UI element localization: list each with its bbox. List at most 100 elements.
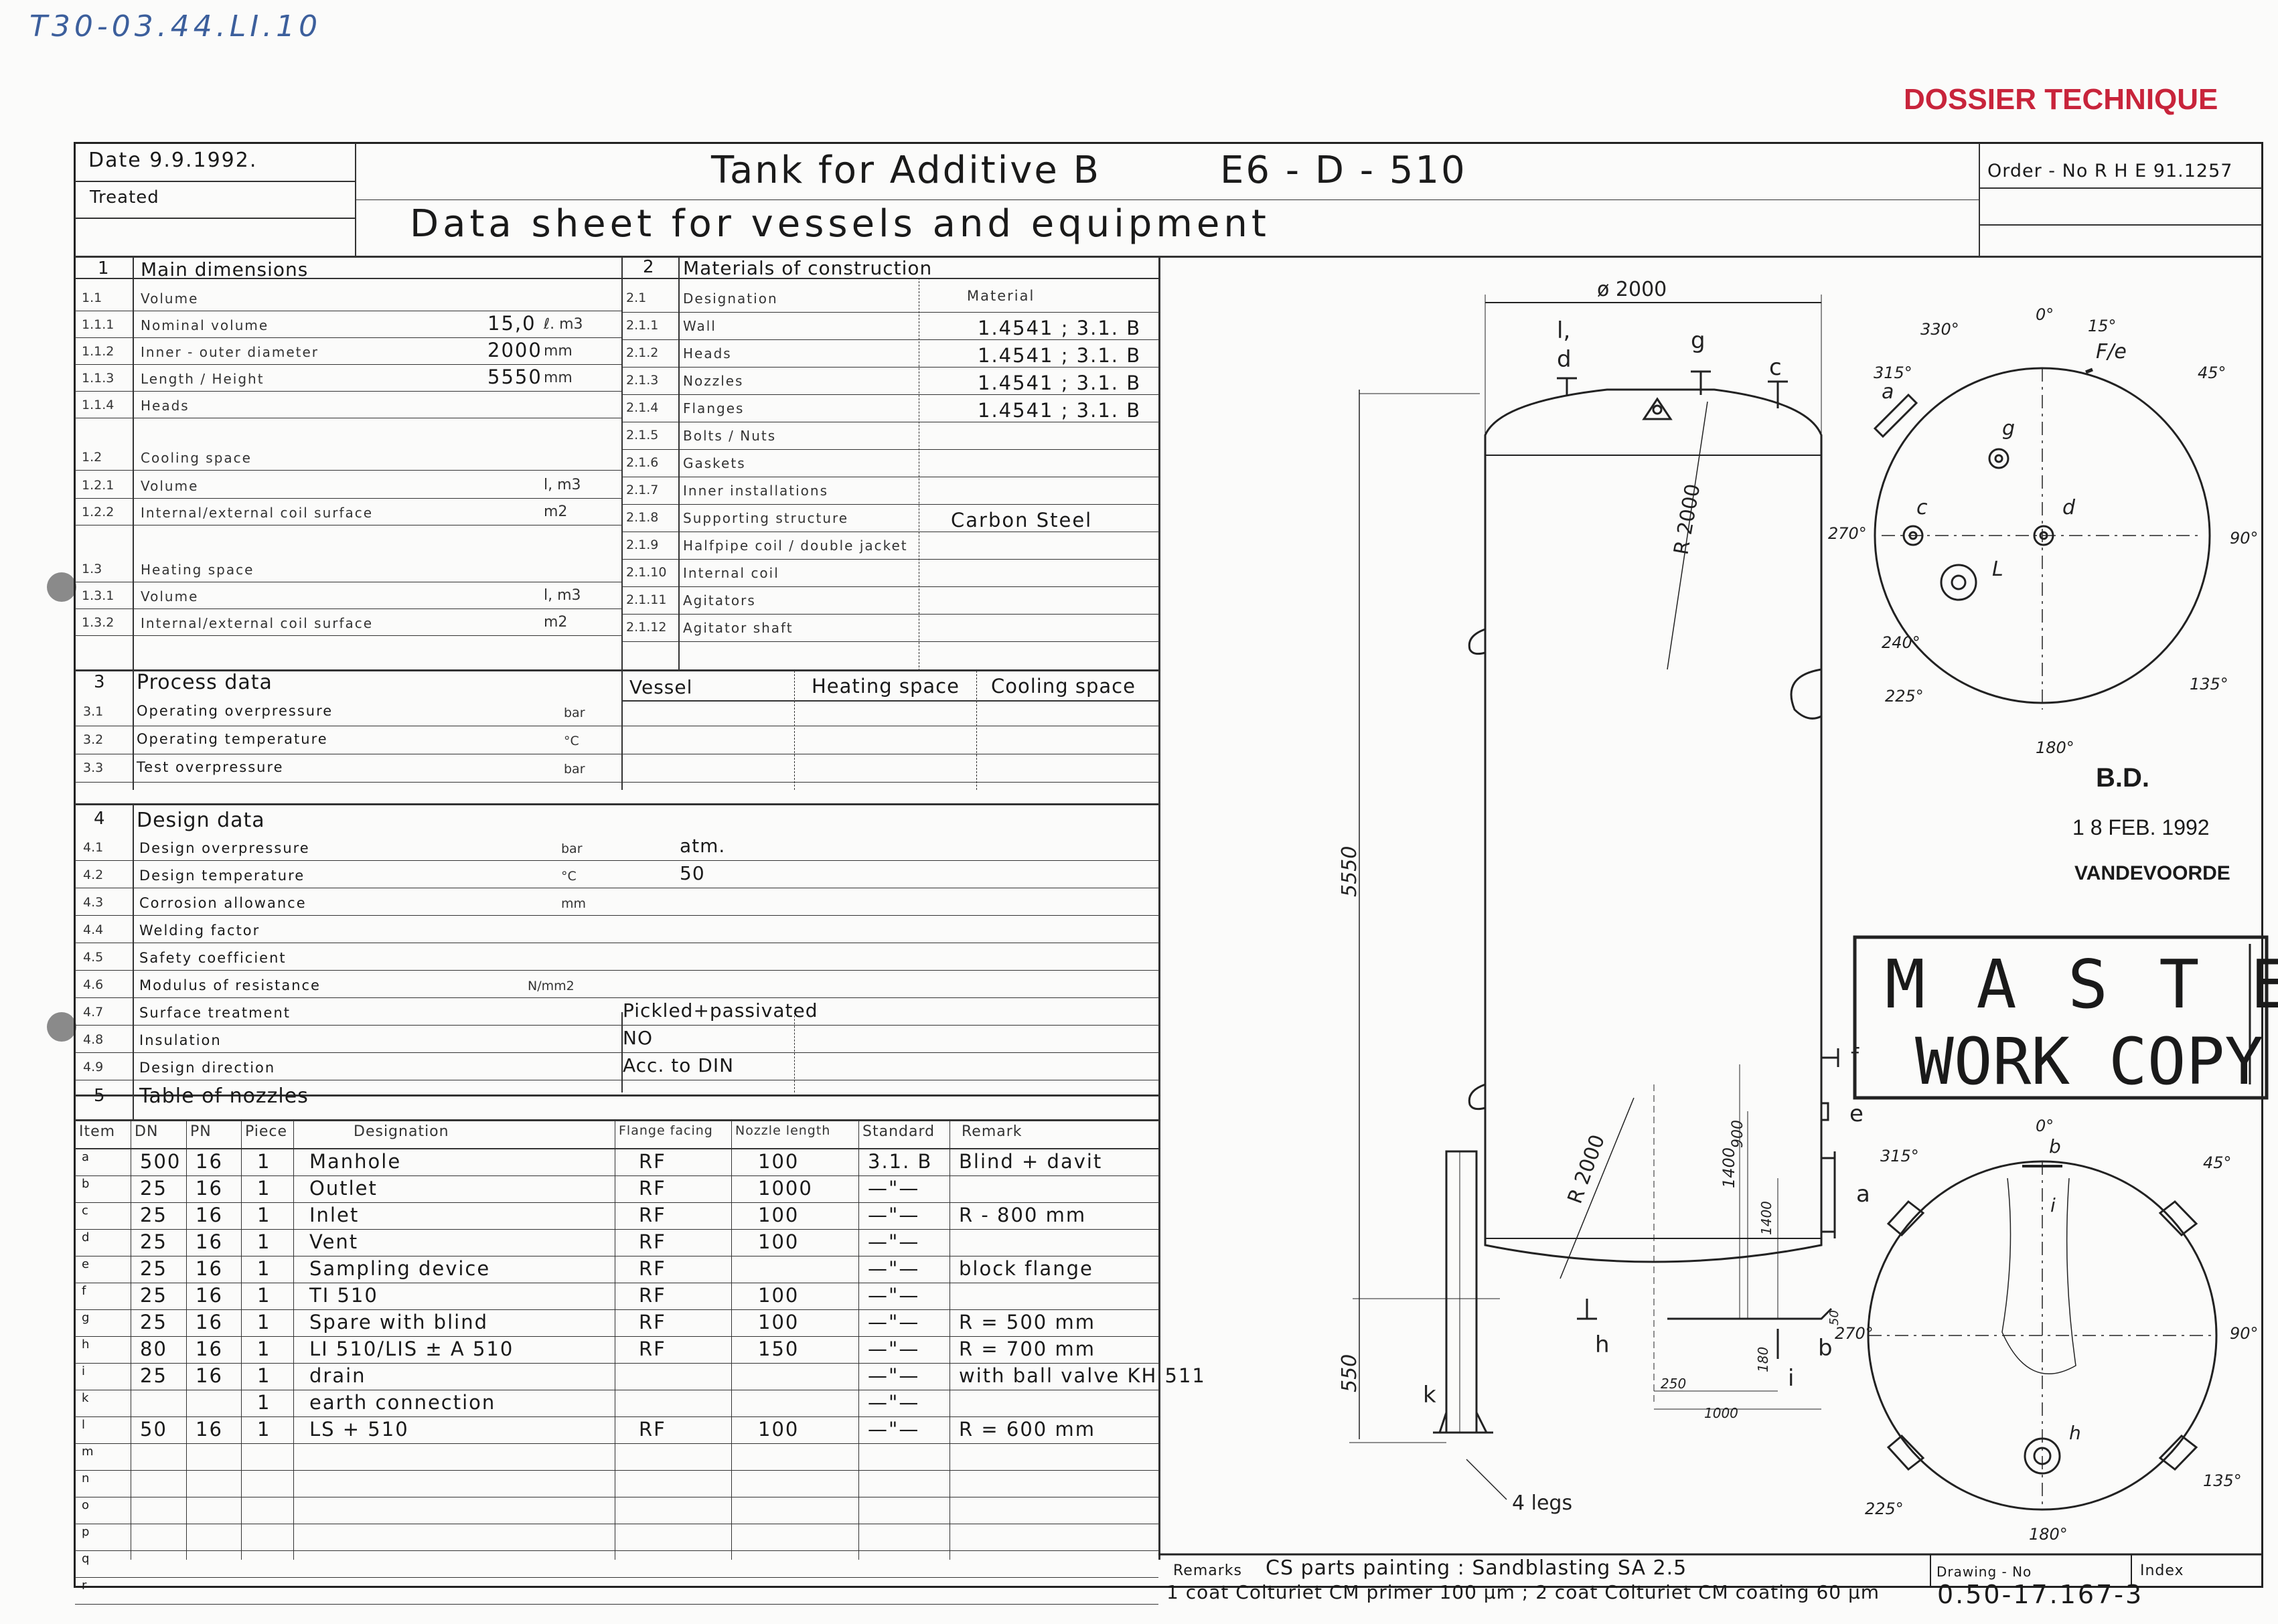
angle-label: 135° bbox=[2203, 1471, 2242, 1490]
nozzle-cell-pn: 16 bbox=[196, 1230, 223, 1253]
nozzle-col-header: Nozzle length bbox=[735, 1123, 831, 1138]
row-number: 1.1.3 bbox=[82, 371, 115, 386]
nozzle-cell-standard: —"— bbox=[868, 1337, 920, 1360]
row-label: Nozzles bbox=[683, 373, 744, 389]
row-label: Bolts / Nuts bbox=[683, 428, 777, 444]
nozzle-cell-standard: —"— bbox=[868, 1391, 920, 1414]
nozzle-cell-remark: Blind + davit bbox=[959, 1150, 1103, 1173]
row-label: Test overpressure bbox=[137, 759, 284, 775]
nozzle-label: a bbox=[1856, 1181, 1870, 1208]
section-4-title: Design data bbox=[137, 809, 265, 832]
row-value: 1.4541 ; 3.1. B bbox=[978, 399, 1142, 422]
angle-label: 45° bbox=[2203, 1153, 2232, 1172]
row-number: 1.3 bbox=[82, 562, 102, 576]
nozzle-cell-dn: 80 bbox=[140, 1337, 167, 1360]
angle-label: 270° bbox=[1835, 1324, 1874, 1343]
nozzle-cell-item: b bbox=[82, 1177, 91, 1191]
row-value: atm. bbox=[680, 835, 726, 857]
top-view-label: L bbox=[1992, 558, 2003, 581]
row-number: 1.1 bbox=[82, 291, 102, 305]
nozzle-cell-flange: RF bbox=[639, 1177, 666, 1200]
bottom-view-label: b bbox=[2049, 1135, 2061, 1157]
row-unit: ℓ. m3 bbox=[544, 316, 583, 333]
nozzle-cell-standard: —"— bbox=[868, 1284, 920, 1307]
nozzle-cell-item: c bbox=[82, 1204, 90, 1218]
nozzle-cell-remark: R = 600 mm bbox=[959, 1418, 1095, 1441]
dim-50: 50 bbox=[1827, 1310, 1841, 1325]
nozzle-cell-pn: 16 bbox=[196, 1177, 223, 1200]
row-value: 1.4541 ; 3.1. B bbox=[978, 372, 1142, 394]
nozzle-label: g bbox=[1691, 327, 1705, 354]
row-value: Acc. to DIN bbox=[623, 1054, 735, 1076]
nozzle-cell-piece: 1 bbox=[257, 1284, 271, 1307]
nozzle-cell-item: e bbox=[82, 1257, 91, 1271]
nozzle-cell-designation: Vent bbox=[309, 1230, 359, 1253]
nozzle-cell-standard: —"— bbox=[868, 1418, 920, 1441]
row-unit: mm bbox=[561, 896, 587, 911]
angle-label: 225° bbox=[1865, 1499, 1904, 1518]
order-number: Order - No R H E 91.1257 bbox=[1987, 161, 2233, 181]
row-label: Insulation bbox=[139, 1032, 222, 1048]
nozzle-col-header: Item bbox=[79, 1123, 116, 1140]
row-label: Volume bbox=[141, 291, 199, 307]
nozzle-cell-item: o bbox=[82, 1498, 91, 1512]
row-label: Operating temperature bbox=[137, 731, 328, 747]
nozzle-cell-remark: block flange bbox=[959, 1257, 1093, 1280]
col-vessel: Vessel bbox=[629, 676, 693, 698]
nozzle-cell-length: 100 bbox=[758, 1204, 800, 1226]
row-number: 2.1.2 bbox=[626, 345, 659, 360]
dim-diameter: ø 2000 bbox=[1597, 278, 1667, 301]
row-unit: bar bbox=[561, 841, 583, 856]
row-number: 1.2 bbox=[82, 450, 102, 465]
row-number: 2.1.3 bbox=[626, 373, 659, 388]
angle-label: 315° bbox=[1880, 1147, 1919, 1165]
row-label: Internal/external coil surface bbox=[141, 615, 374, 631]
remarks-line2: 1 coat Colturiet CM primer 100 μm ; 2 co… bbox=[1166, 1581, 1880, 1603]
nozzle-cell-flange: RF bbox=[639, 1284, 666, 1307]
row-unit: bar bbox=[564, 706, 585, 720]
row-label: Volume bbox=[141, 588, 199, 604]
nozzle-cell-item: i bbox=[82, 1364, 87, 1378]
row-unit: m2 bbox=[544, 503, 568, 520]
row-number: 1.1.2 bbox=[82, 344, 115, 359]
nozzle-cell-standard: 3.1. B bbox=[868, 1150, 933, 1173]
nozzle-cell-item: r bbox=[82, 1578, 88, 1593]
row-label: Internal coil bbox=[683, 565, 779, 581]
row-number: 1.1.4 bbox=[82, 398, 115, 412]
section-2-title: Materials of construction bbox=[683, 257, 933, 279]
row-label: Design overpressure bbox=[139, 840, 310, 856]
nozzle-cell-item: q bbox=[82, 1552, 91, 1566]
row-value: 1.4541 ; 3.1. B bbox=[978, 317, 1142, 339]
row-number: 4.9 bbox=[83, 1060, 104, 1074]
section-3-title: Process data bbox=[137, 671, 273, 694]
row-label: Inner installations bbox=[683, 483, 828, 499]
nozzle-cell-item: a bbox=[82, 1150, 91, 1164]
nozzle-cell-piece: 1 bbox=[257, 1204, 271, 1226]
nozzle-cell-designation: TI 510 bbox=[309, 1284, 378, 1307]
row-unit: l, m3 bbox=[544, 477, 581, 493]
nozzle-cell-dn: 50 bbox=[140, 1418, 167, 1441]
nozzle-cell-flange: RF bbox=[639, 1337, 666, 1360]
nozzle-label: c bbox=[1769, 354, 1782, 381]
dim-1400b: 1400 bbox=[1758, 1201, 1774, 1235]
remarks-line1: CS parts painting : Sandblasting SA 2.5 bbox=[1266, 1556, 1687, 1580]
col-cooling-space: Cooling space bbox=[991, 675, 1136, 698]
row-number: 1.3.1 bbox=[82, 588, 115, 603]
nozzle-cell-flange: RF bbox=[639, 1150, 666, 1173]
nozzle-cell-dn: 25 bbox=[140, 1364, 167, 1387]
nozzle-cell-pn: 16 bbox=[196, 1418, 223, 1441]
section-1-title: Main dimensions bbox=[141, 258, 309, 280]
row-label: Nominal volume bbox=[141, 317, 269, 333]
nozzle-cell-designation: LS + 510 bbox=[309, 1418, 409, 1441]
row-unit: N/mm2 bbox=[528, 979, 575, 993]
nozzle-label: l, bbox=[1557, 317, 1570, 344]
approval-name: VANDEVOORDE bbox=[2074, 862, 2230, 884]
row-label: Flanges bbox=[683, 400, 745, 416]
row-label: Agitators bbox=[683, 592, 756, 608]
row-number: 2.1 bbox=[626, 291, 647, 305]
row-number: 2.1.7 bbox=[626, 483, 659, 497]
bottom-view-label: i bbox=[2050, 1194, 2056, 1216]
nozzle-cell-item: m bbox=[82, 1445, 95, 1459]
nozzle-cell-designation: Inlet bbox=[309, 1204, 360, 1226]
